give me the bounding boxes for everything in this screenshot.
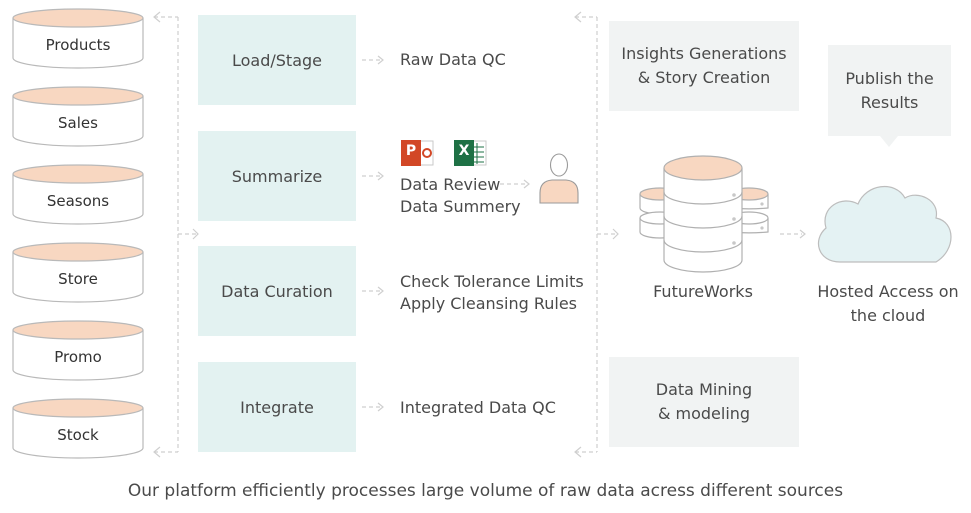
output-integrated-data-qc: Integrated Data QC <box>400 398 556 417</box>
arrowhead-icon <box>153 446 161 458</box>
arrowhead-icon <box>574 11 582 23</box>
cloud-label-line: Hosted Access on <box>817 282 959 301</box>
caption: Our platform efficiently processes large… <box>127 481 844 501</box>
arrow-connector <box>362 402 384 412</box>
insights-line: Insights Generations <box>621 44 787 63</box>
powerpoint-icon-letter: P <box>405 143 417 159</box>
source-label-store: Store <box>58 270 98 288</box>
stage-data-curation: Data Curation <box>198 246 356 336</box>
stage-integrate: Integrate <box>198 362 356 452</box>
insights-box: Insights Generations & Story Creation <box>609 21 799 111</box>
output-data-review: Data Review <box>400 175 501 194</box>
source-label-promo: Promo <box>54 348 102 366</box>
stage-label: Data Curation <box>221 281 333 301</box>
publish-line: Results <box>860 92 919 112</box>
arrowhead-icon <box>612 228 619 240</box>
source-label-seasons: Seasons <box>46 192 110 210</box>
powerpoint-icon <box>401 140 434 166</box>
database-sales-icon <box>12 86 144 147</box>
cloud-label-line: the cloud <box>850 306 926 325</box>
output-check-tolerance: Check Tolerance Limits <box>400 272 584 291</box>
database-products-icon <box>12 8 144 69</box>
arrowhead-icon <box>574 446 582 458</box>
server-label: FutureWorks <box>653 282 753 301</box>
stage-load-stage: Load/Stage <box>198 15 356 105</box>
cloud-label: Hosted Access on the cloud <box>805 280 971 328</box>
database-promo-icon <box>12 320 144 381</box>
excel-icon-letter: X <box>458 143 470 159</box>
stage-label: Integrate <box>240 397 314 417</box>
data-mining-box: Data Mining & modeling <box>609 357 799 447</box>
stage-label: Summarize <box>231 166 323 186</box>
database-seasons-icon <box>12 164 144 225</box>
left-bracket-connector <box>154 16 198 453</box>
source-label-products: Products <box>45 36 111 54</box>
publish-line: Publish the <box>845 68 934 88</box>
source-label-stock: Stock <box>57 426 99 444</box>
server-lights <box>732 193 764 245</box>
arrow-connector <box>500 179 530 189</box>
arrow-connector <box>362 286 384 296</box>
publish-box: Publish the Results <box>828 45 951 136</box>
excel-icon <box>454 140 487 166</box>
arrowhead-icon <box>153 11 161 23</box>
mining-line: Data Mining <box>655 380 753 399</box>
stage-summarize: Summarize <box>198 131 356 221</box>
user-icon <box>539 153 579 204</box>
arrow-connector <box>362 171 384 181</box>
publish-bubble-pointer <box>880 136 898 147</box>
output-apply-cleansing: Apply Cleansing Rules <box>400 294 577 313</box>
arrow-connector <box>362 55 384 65</box>
database-store-icon <box>12 242 144 303</box>
arrowhead-icon <box>192 228 199 240</box>
output-raw-data-qc: Raw Data QC <box>400 50 506 69</box>
stage-label: Load/Stage <box>231 50 322 70</box>
source-label-sales: Sales <box>58 114 98 132</box>
server-stack-icon <box>639 155 769 273</box>
insights-line: & Story Creation <box>637 68 771 87</box>
cloud-icon <box>817 185 952 263</box>
arrow-connector <box>780 229 806 239</box>
right-bracket-connector <box>575 16 618 453</box>
database-stock-icon <box>12 398 144 459</box>
output-data-summery: Data Summery <box>400 197 521 216</box>
mining-line: & modeling <box>657 404 751 423</box>
